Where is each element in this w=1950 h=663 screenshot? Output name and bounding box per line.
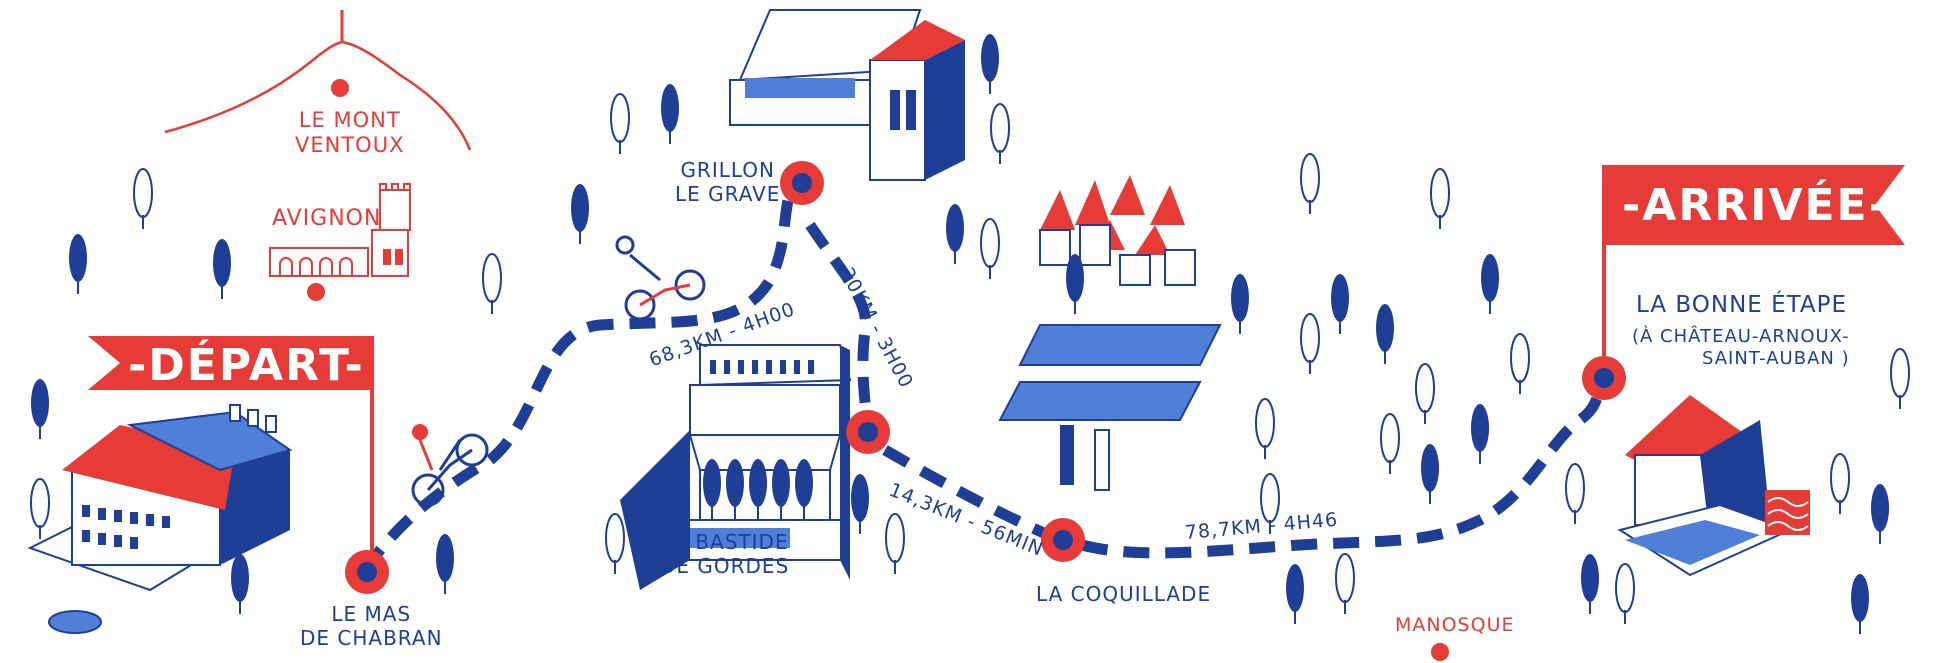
- label-manosque: MANOSQUE: [1395, 614, 1515, 636]
- label-grillon: GRILLON LE GRAVE: [675, 158, 781, 206]
- label-bastide: LA BASTIDE DE GORDES: [660, 530, 790, 578]
- label-mas-chabran: LE MAS DE CHABRAN: [300, 602, 443, 650]
- depart-flag: [88, 336, 370, 390]
- cyclist-1-icon: [411, 424, 489, 507]
- label-bonne-etape-sub: (À CHÂTEAU-ARNOUX- SAINT-AUBAN ): [1632, 326, 1850, 369]
- coquillade-estate: [998, 175, 1222, 491]
- mont-ventoux-outline: [164, 40, 472, 151]
- stop-coquillade: [1041, 518, 1085, 562]
- stop-bastide: [846, 410, 890, 454]
- stop-bonne-etape: [1582, 356, 1626, 400]
- stop-grillon: [780, 161, 824, 205]
- label-ventoux: LE MONT VENTOUX: [295, 108, 405, 158]
- bonne-etape-building: [1617, 395, 1810, 577]
- manosque-marker: [1431, 643, 1449, 661]
- avignon-icon: [269, 183, 411, 277]
- label-avignon: AVIGNON: [272, 206, 382, 231]
- route-path: [360, 177, 801, 574]
- cyclist-2-icon: [615, 235, 706, 321]
- depart-flag-text: -DÉPART-: [128, 340, 365, 391]
- label-coquillade: LA COQUILLADE: [1036, 582, 1212, 606]
- mas-chabran-building: [27, 404, 293, 634]
- bastide-gordes-building: [620, 344, 852, 590]
- stop-mas-chabran: [345, 550, 389, 594]
- label-bonne-etape: LA BONNE ÉTAPE: [1636, 292, 1848, 318]
- arrivee-flag-text: -ARRIVÉE-: [1622, 180, 1889, 231]
- arrivee-flag: [1602, 165, 1905, 245]
- grillon-building: [729, 9, 965, 181]
